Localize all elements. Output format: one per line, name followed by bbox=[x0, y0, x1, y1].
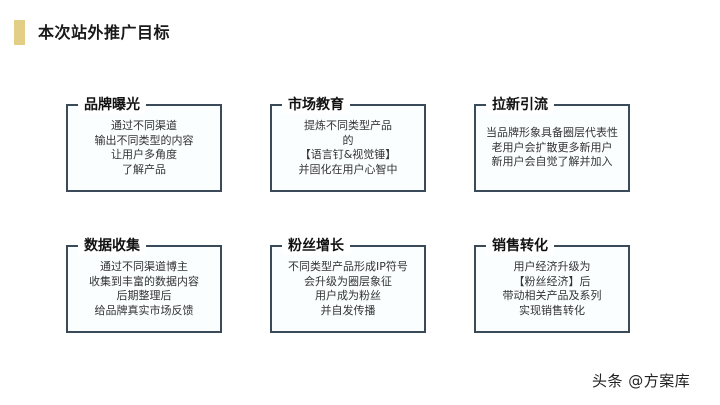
card-line: 用户成为粉丝 bbox=[315, 289, 381, 302]
card-body: 通过不同渠道博主 收集到丰富的数据内容 后期整理后 给品牌真实市场反馈 bbox=[68, 260, 220, 318]
card-line: 带动相关产品及系列 bbox=[502, 289, 602, 302]
card-line: 的 bbox=[342, 133, 354, 147]
card-line: 老用户会扩散更多新用户 bbox=[491, 140, 613, 154]
watermark: 头条 @方案库 bbox=[592, 372, 691, 390]
card-line: 当品牌形象具备圈层代表性 bbox=[486, 126, 618, 139]
card-line: 会升级为圈层象征 bbox=[304, 274, 392, 288]
card-user-acquisition: 拉新引流 当品牌形象具备圈层代表性 老用户会扩散更多新用户 新用户会自觉了解并加… bbox=[474, 96, 630, 192]
card-line: 通过不同渠道 bbox=[111, 119, 177, 132]
card-title: 粉丝增长 bbox=[282, 237, 350, 255]
card-line: 并自发传播 bbox=[320, 303, 376, 317]
card-data-collection: 数据收集 通过不同渠道博主 收集到丰富的数据内容 后期整理后 给品牌真实市场反馈 bbox=[66, 237, 222, 333]
card-line: 了解产品 bbox=[122, 162, 166, 176]
card-title: 拉新引流 bbox=[486, 96, 554, 114]
card-title: 品牌曝光 bbox=[78, 96, 146, 114]
card-line: 用户经济升级为 bbox=[513, 260, 591, 273]
card-title: 市场教育 bbox=[282, 96, 350, 114]
card-line: 让用户多角度 bbox=[111, 148, 177, 161]
card-line: 并固化在用户心智中 bbox=[298, 162, 398, 176]
card-body: 通过不同渠道 输出不同类型的内容 让用户多角度 了解产品 bbox=[68, 119, 220, 177]
card-line: 提炼不同类型产品 bbox=[304, 119, 392, 132]
card-line: 通过不同渠道博主 bbox=[100, 260, 188, 273]
card-line: 【粉丝经济】后 bbox=[513, 274, 591, 288]
card-market-education: 市场教育 提炼不同类型产品 的 【语言钉&视觉锤】 并固化在用户心智中 bbox=[270, 96, 426, 192]
title-accent-bar bbox=[14, 20, 25, 45]
card-title: 数据收集 bbox=[78, 237, 146, 255]
card-brand-exposure: 品牌曝光 通过不同渠道 输出不同类型的内容 让用户多角度 了解产品 bbox=[66, 96, 222, 192]
card-body: 提炼不同类型产品 的 【语言钉&视觉锤】 并固化在用户心智中 bbox=[272, 119, 424, 177]
card-body: 不同类型产品形成IP符号 会升级为圈层象征 用户成为粉丝 并自发传播 bbox=[272, 260, 424, 318]
card-fan-growth: 粉丝增长 不同类型产品形成IP符号 会升级为圈层象征 用户成为粉丝 并自发传播 bbox=[270, 237, 426, 333]
card-line: 不同类型产品形成IP符号 bbox=[288, 260, 408, 273]
page-title: 本次站外推广目标 bbox=[38, 23, 171, 42]
card-line: 后期整理后 bbox=[116, 289, 172, 302]
card-line: 新用户会自觉了解并加入 bbox=[491, 155, 613, 168]
card-line: 给品牌真实市场反馈 bbox=[94, 303, 194, 317]
card-body: 用户经济升级为 【粉丝经济】后 带动相关产品及系列 实现销售转化 bbox=[476, 260, 628, 318]
card-sales-conversion: 销售转化 用户经济升级为 【粉丝经济】后 带动相关产品及系列 实现销售转化 bbox=[474, 237, 630, 333]
card-line: 【语言钉&视觉锤】 bbox=[299, 148, 397, 161]
card-line: 输出不同类型的内容 bbox=[94, 133, 194, 147]
card-line: 实现销售转化 bbox=[519, 303, 585, 317]
card-body: 当品牌形象具备圈层代表性 老用户会扩散更多新用户 新用户会自觉了解并加入 bbox=[476, 126, 628, 170]
card-line: 收集到丰富的数据内容 bbox=[89, 274, 199, 288]
card-title: 销售转化 bbox=[486, 237, 554, 255]
